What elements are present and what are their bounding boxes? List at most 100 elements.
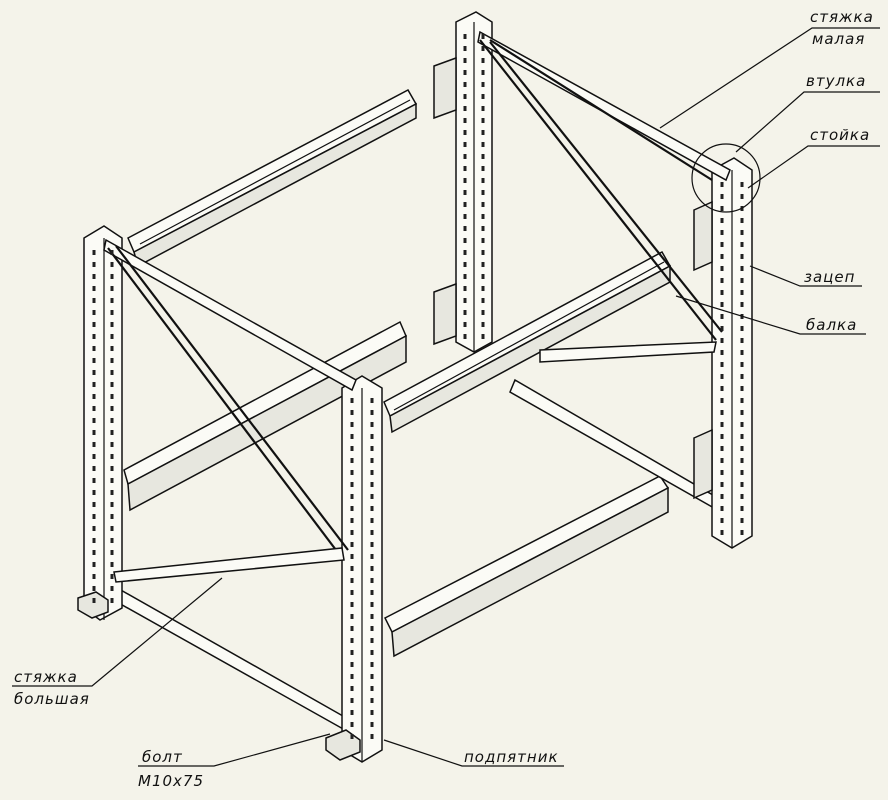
upright-hole: [720, 182, 724, 187]
upright-hole: [481, 286, 485, 291]
upright-hole: [720, 218, 724, 223]
upright-hole: [740, 230, 744, 235]
upright-hole: [92, 262, 96, 267]
upright-hole: [350, 662, 354, 667]
upright-hole: [350, 674, 354, 679]
upright-hole: [92, 406, 96, 411]
upright-hole: [110, 298, 114, 303]
upright-hole: [463, 118, 467, 123]
upright-hole: [370, 698, 374, 703]
upright-hole: [370, 650, 374, 655]
upright-hole: [110, 586, 114, 591]
upright-hole: [481, 58, 485, 63]
upright-hole: [92, 562, 96, 567]
upright-hole: [92, 310, 96, 315]
upright-hole: [740, 458, 744, 463]
upright-hole: [92, 394, 96, 399]
upright-hole: [92, 550, 96, 555]
upright-hole: [463, 310, 467, 315]
upright-hole: [370, 542, 374, 547]
upright-hole: [110, 310, 114, 315]
upright-hole: [370, 734, 374, 739]
label-styazhka-bolshaya-1: стяжка: [14, 668, 78, 686]
upright-hole: [740, 470, 744, 475]
upright-hole: [110, 514, 114, 519]
upright-hole: [92, 466, 96, 471]
upright-hole: [350, 410, 354, 415]
upright-hole: [481, 238, 485, 243]
upright-hole: [481, 322, 485, 327]
upright-hole: [740, 494, 744, 499]
upright-hole: [481, 298, 485, 303]
upright-hole: [370, 554, 374, 559]
upright-hole: [370, 446, 374, 451]
upright-hole: [92, 598, 96, 603]
upright-hole: [370, 530, 374, 535]
upright-hole: [463, 226, 467, 231]
upright-hole: [740, 422, 744, 427]
upright-hole: [720, 254, 724, 259]
upright-hole: [92, 346, 96, 351]
upright-hole: [720, 326, 724, 331]
upright-hole: [740, 362, 744, 367]
upright-hole: [110, 358, 114, 363]
upright-hole: [92, 358, 96, 363]
upright-hole: [350, 482, 354, 487]
upright-hole: [350, 518, 354, 523]
upright-hole: [463, 34, 467, 39]
label-styazhka-malaya-2: малая: [812, 30, 865, 48]
upright-hole: [370, 614, 374, 619]
detail-circle: [691, 143, 761, 213]
upright-hole: [92, 502, 96, 507]
upright-hole: [350, 542, 354, 547]
upright-hole: [92, 334, 96, 339]
upright-hole: [720, 362, 724, 367]
upright-hole: [110, 562, 114, 567]
upright-hole: [350, 554, 354, 559]
label-stoyka: стойка: [810, 126, 870, 144]
upright-hole: [110, 250, 114, 255]
upright-hole: [481, 94, 485, 99]
upright-hole: [740, 350, 744, 355]
upright-hole: [740, 446, 744, 451]
frame-left: [77, 225, 383, 763]
upright-hole: [370, 602, 374, 607]
upright-hole: [92, 478, 96, 483]
upright-hole: [740, 374, 744, 379]
upright-hole: [463, 238, 467, 243]
upright-hole: [740, 434, 744, 439]
upright-hole: [370, 566, 374, 571]
upright-hole: [463, 130, 467, 135]
upright-hole: [92, 514, 96, 519]
upright-hole: [92, 586, 96, 591]
upright-hole: [463, 178, 467, 183]
upright-hole: [92, 418, 96, 423]
upright-hole: [92, 526, 96, 531]
upright-hole: [370, 470, 374, 475]
upright-hole: [481, 166, 485, 171]
upright-hole: [92, 298, 96, 303]
upright-hole: [110, 538, 114, 543]
upright-hole: [481, 142, 485, 147]
upright-hole: [481, 130, 485, 135]
upright-hole: [463, 82, 467, 87]
upright-hole: [370, 626, 374, 631]
upright-hole: [740, 194, 744, 199]
upright-hole: [481, 70, 485, 75]
upright-hole: [110, 334, 114, 339]
label-styazhka-bolshaya-2: большая: [14, 690, 90, 708]
upright-hole: [370, 662, 374, 667]
upright-hole: [350, 470, 354, 475]
upright-hole: [463, 214, 467, 219]
upright-hole: [110, 490, 114, 495]
upright-hole: [110, 418, 114, 423]
upright-hole: [92, 382, 96, 387]
upright-hole: [463, 106, 467, 111]
upright-hole: [463, 142, 467, 147]
upright-hole: [370, 494, 374, 499]
upright-hole: [720, 470, 724, 475]
upright-hole: [350, 686, 354, 691]
upright-hole: [720, 494, 724, 499]
upright-hole: [92, 370, 96, 375]
upright-hole: [350, 698, 354, 703]
